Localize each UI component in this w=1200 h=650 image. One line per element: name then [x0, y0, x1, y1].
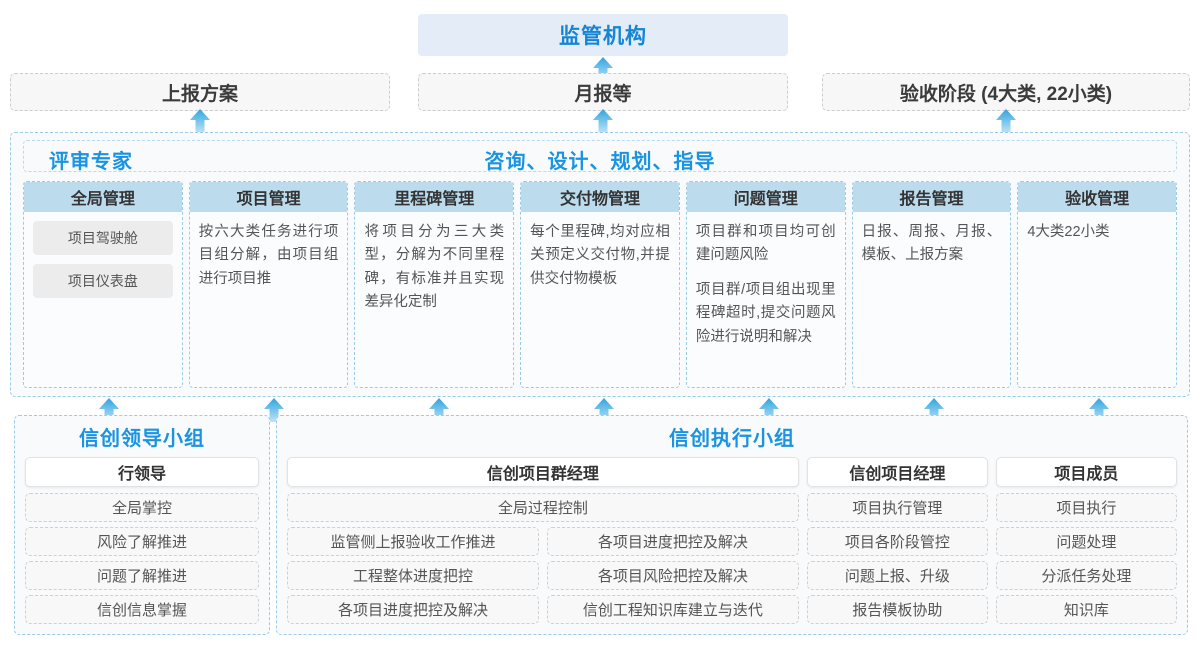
management-column-body-3: 每个里程碑,均对应相关预定义交付物,并提供交付物模板 — [521, 212, 679, 387]
project-manager-task-0[interactable]: 项目执行管理 — [806, 493, 988, 522]
report-label-2: 验收阶段 (4大类, 22小类) — [899, 83, 1113, 105]
management-text-2-0: 将项目分为三大类型，分解为不同里程碑，有标准并且实现差异化定制 — [364, 224, 505, 311]
arrow-up-to-col-1 — [263, 397, 285, 423]
report-box-1: 月报等 — [418, 73, 788, 111]
management-column-header-0: 全局管理 — [24, 182, 182, 212]
consulting-band: 评审专家 咨询、设计、规划、指导 全局管理项目驾驶舱项目仪表盘项目管理按六大类任… — [10, 132, 1190, 397]
management-text-4-0: 项目群和项目均可创建问题风险 — [695, 224, 836, 264]
management-column-header-3: 交付物管理 — [521, 182, 679, 212]
leadership-group: 信创领导小组 行领导 全局掌控风险了解推进问题了解推进信创信息掌握 — [14, 415, 270, 635]
management-column-1: 项目管理按六大类任务进行项目组分解，由项目组进行项目推 — [188, 181, 349, 388]
role-bank-leader: 行领导 — [25, 457, 259, 487]
leadership-task-list: 全局掌控风险了解推进问题了解推进信创信息掌握 — [25, 493, 259, 624]
arrow-up-to-col-4 — [758, 397, 780, 423]
management-column-body-5: 日报、周报、月报、模板、上报方案 — [853, 212, 1011, 387]
report-label-1: 月报等 — [574, 83, 632, 105]
arrow-up-to-col-6 — [1088, 397, 1110, 423]
member-task-1[interactable]: 问题处理 — [995, 527, 1177, 556]
management-column-header-5: 报告管理 — [852, 182, 1011, 212]
management-column-body-1: 按六大类任务进行项目组分解，由项目组进行项目推 — [190, 212, 348, 387]
management-columns: 全局管理项目驾驶舱项目仪表盘项目管理按六大类任务进行项目组分解，由项目组进行项目… — [23, 181, 1178, 388]
project-manager-task-2[interactable]: 问题上报、升级 — [806, 561, 988, 590]
role-program-manager: 信创项目群经理 — [287, 457, 799, 487]
arrow-up-to-report-1 — [592, 108, 614, 134]
report-label-0: 上报方案 — [161, 83, 238, 105]
management-pill-0-1[interactable]: 项目仪表盘 — [33, 264, 173, 298]
member-task-list: 项目执行问题处理分派任务处理知识库 — [995, 493, 1177, 624]
arrow-up-to-col-0 — [98, 397, 120, 423]
management-text-5-0: 日报、周报、月报、模板、上报方案 — [861, 224, 1002, 264]
report-box-0: 上报方案 — [10, 73, 390, 111]
management-text-3-0: 每个里程碑,均对应相关预定义交付物,并提供交付物模板 — [530, 224, 670, 287]
execution-group-title: 信创执行小组 — [669, 428, 795, 450]
management-column-body-4: 项目群和项目均可创建问题风险项目群/项目组出现里程碑超时,提交问题风险进行说明和… — [687, 212, 845, 387]
management-column-body-0: 项目驾驶舱项目仪表盘 — [24, 212, 182, 387]
leadership-task-0[interactable]: 全局掌控 — [25, 493, 259, 522]
role-project-manager-label: 信创项目经理 — [849, 466, 946, 483]
management-column-5: 报告管理日报、周报、月报、模板、上报方案 — [851, 181, 1012, 388]
management-column-body-6: 4大类22小类 — [1018, 212, 1176, 387]
management-column-2: 里程碑管理将项目分为三大类型，分解为不同里程碑，有标准并且实现差异化定制 — [354, 181, 515, 388]
project-manager-task-list: 项目执行管理项目各阶段管控问题上报、升级报告模板协助 — [806, 493, 988, 624]
arrow-up-to-col-3 — [593, 397, 615, 423]
management-column-header-2: 里程碑管理 — [355, 182, 514, 212]
project-manager-block: 信创项目经理 项目执行管理项目各阶段管控问题上报、升级报告模板协助 — [806, 457, 988, 624]
management-column-header-1: 项目管理 — [189, 182, 348, 212]
leadership-task-2[interactable]: 问题了解推进 — [25, 561, 259, 590]
management-text-4-1: 项目群/项目组出现里程碑超时,提交问题风险进行说明和解决 — [695, 281, 836, 345]
arrow-up-to-report-2 — [995, 108, 1017, 134]
execution-group: 信创执行小组 信创项目群经理 全局过程控制 监管侧上报验收工作推进工程整体进度把… — [276, 415, 1188, 635]
role-project-manager: 信创项目经理 — [806, 457, 988, 487]
program-manager-block: 信创项目群经理 全局过程控制 监管侧上报验收工作推进工程整体进度把控各项目进度把… — [287, 457, 799, 624]
task-global-process-control: 全局过程控制 — [287, 493, 799, 522]
band-title-consulting: 咨询、设计、规划、指导 — [484, 151, 716, 173]
project-manager-task-3[interactable]: 报告模板协助 — [806, 595, 988, 624]
arrow-up-to-report-0 — [189, 108, 211, 134]
role-project-member: 项目成员 — [995, 457, 1177, 487]
management-column-0: 全局管理项目驾驶舱项目仪表盘 — [23, 181, 183, 388]
program-manager-left-tasks: 监管侧上报验收工作推进工程整体进度把控各项目进度把控及解决 — [287, 527, 539, 624]
management-column-3: 交付物管理每个里程碑,均对应相关预定义交付物,并提供交付物模板 — [520, 181, 680, 388]
program-manager-right-task-0[interactable]: 各项目进度把控及解决 — [546, 527, 799, 556]
program-manager-right-task-2[interactable]: 信创工程知识库建立与迭代 — [546, 595, 799, 624]
leadership-task-1[interactable]: 风险了解推进 — [25, 527, 259, 556]
report-box-2: 验收阶段 (4大类, 22小类) — [822, 73, 1190, 111]
regulator-box: 监管机构 — [418, 14, 788, 56]
member-block: 项目成员 项目执行问题处理分派任务处理知识库 — [995, 457, 1177, 624]
management-column-header-4: 问题管理 — [686, 182, 845, 212]
regulator-label: 监管机构 — [559, 25, 647, 48]
program-manager-left-task-2[interactable]: 各项目进度把控及解决 — [287, 595, 539, 624]
arrow-up-to-regulator — [592, 56, 614, 82]
leadership-group-title: 信创领导小组 — [79, 428, 205, 450]
management-text-1-0: 按六大类任务进行项目组分解，由项目组进行项目推 — [198, 224, 339, 287]
management-column-6: 验收管理 4大类22小类 — [1017, 181, 1178, 388]
member-task-3[interactable]: 知识库 — [995, 595, 1177, 624]
management-pill-0-0[interactable]: 项目驾驶舱 — [33, 221, 173, 255]
role-project-member-label: 项目成员 — [1054, 466, 1119, 483]
member-task-2[interactable]: 分派任务处理 — [995, 561, 1177, 590]
program-manager-left-task-1[interactable]: 工程整体进度把控 — [287, 561, 539, 590]
program-manager-left-task-0[interactable]: 监管侧上报验收工作推进 — [287, 527, 539, 556]
member-task-0[interactable]: 项目执行 — [995, 493, 1177, 522]
role-program-manager-label: 信创项目群经理 — [486, 466, 599, 483]
band-title-review-experts: 评审专家 — [49, 151, 133, 173]
program-manager-right-tasks: 各项目进度把控及解决各项目风险把控及解决信创工程知识库建立与迭代 — [546, 527, 799, 624]
project-manager-task-1[interactable]: 项目各阶段管控 — [806, 527, 988, 556]
arrow-up-to-col-5 — [923, 397, 945, 423]
arrow-up-to-col-2 — [428, 397, 450, 423]
management-column-body-2: 将项目分为三大类型，分解为不同里程碑，有标准并且实现差异化定制 — [355, 212, 513, 387]
management-column-header-6: 验收管理 — [1018, 182, 1177, 212]
management-column-4: 问题管理项目群和项目均可创建问题风险项目群/项目组出现里程碑超时,提交问题风险进… — [685, 181, 846, 388]
leadership-task-3[interactable]: 信创信息掌握 — [25, 595, 259, 624]
band-header-strip — [23, 140, 1177, 172]
role-bank-leader-label: 行领导 — [117, 466, 166, 483]
management-text-6-0: 4大类22小类 — [1027, 224, 1110, 240]
program-manager-right-task-1[interactable]: 各项目风险把控及解决 — [546, 561, 799, 590]
